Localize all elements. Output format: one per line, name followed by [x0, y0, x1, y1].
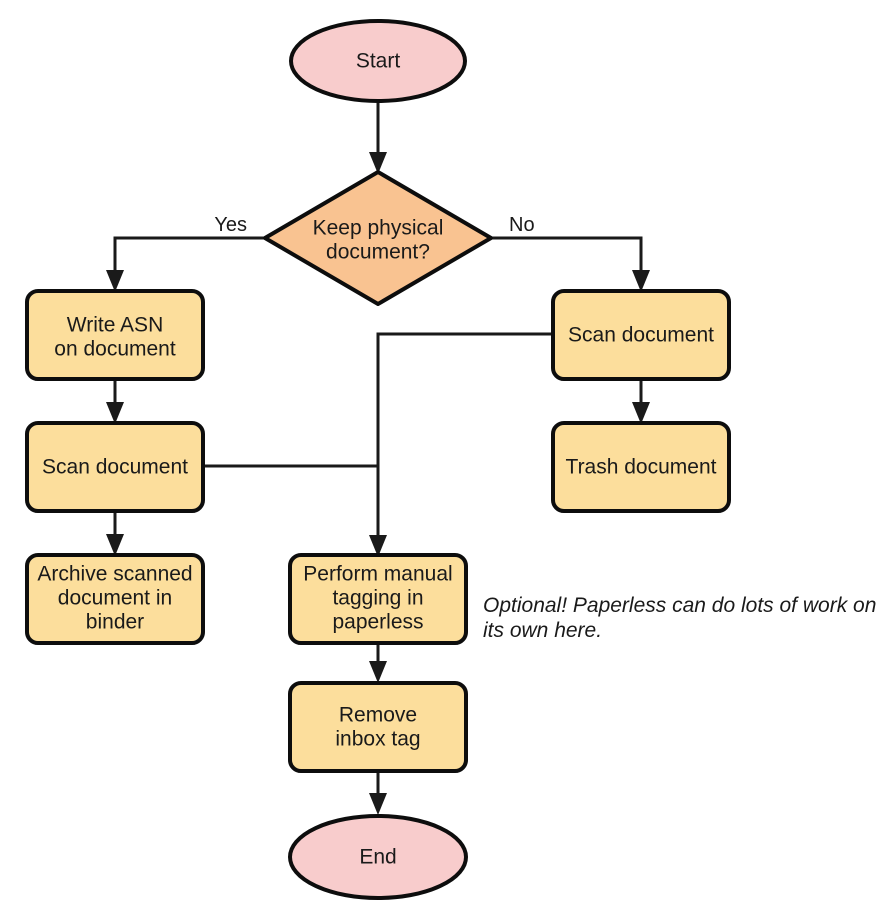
node-write-asn-label-line1: Write ASN	[67, 314, 163, 337]
node-archive-label-line2: document in	[58, 587, 172, 610]
note-optional-line2: its own here.	[483, 619, 602, 642]
node-remove-inbox-label-line2: inbox tag	[335, 728, 420, 751]
edge-label-yes: Yes	[214, 214, 247, 236]
node-trash-document-label: Trash document	[566, 456, 717, 479]
node-tagging-label-line1: Perform manual	[303, 563, 452, 586]
node-perform-manual-tagging[interactable]: Perform manual tagging in paperless	[288, 553, 468, 645]
node-decision-label-line2: document?	[326, 241, 430, 264]
node-scan-document-right-label: Scan document	[568, 324, 714, 347]
edge-scan-right-to-tagging	[369, 332, 553, 557]
node-archive-label-line1: Archive scanned	[37, 563, 192, 586]
node-end-label: End	[359, 846, 396, 869]
edge-start-to-decision	[369, 103, 387, 174]
edge-scan-right-to-trash	[632, 379, 650, 424]
node-decision-label-line1: Keep physical	[313, 217, 444, 240]
node-start-label: Start	[356, 50, 401, 73]
edge-label-no: No	[509, 214, 535, 236]
node-decision-keep-physical-document[interactable]: Keep physical document?	[263, 170, 493, 306]
node-archive-scanned-document[interactable]: Archive scanned document in binder	[25, 553, 205, 645]
edge-remove-inbox-to-end	[369, 771, 387, 815]
node-tagging-label-line3: paperless	[332, 611, 423, 634]
node-end[interactable]: End	[288, 814, 468, 900]
node-archive-label-line3: binder	[86, 611, 144, 634]
edge-decision-yes-to-write-asn	[106, 236, 265, 292]
edge-tagging-to-remove-inbox	[369, 643, 387, 683]
node-write-asn[interactable]: Write ASN on document	[25, 289, 205, 381]
node-scan-document-right[interactable]: Scan document	[551, 289, 731, 381]
node-write-asn-label-line2: on document	[54, 338, 176, 361]
node-tagging-label-line2: tagging in	[332, 587, 423, 610]
edge-decision-no-to-scan-right	[491, 236, 650, 292]
node-remove-inbox-tag[interactable]: Remove inbox tag	[288, 681, 468, 773]
node-scan-document-left-label: Scan document	[42, 456, 188, 479]
node-scan-document-left[interactable]: Scan document	[25, 421, 205, 513]
node-start[interactable]: Start	[289, 19, 467, 103]
note-optional-line1: Optional! Paperless can do lots of work …	[483, 594, 876, 617]
node-trash-document[interactable]: Trash document	[551, 421, 731, 513]
node-remove-inbox-label-line1: Remove	[339, 704, 417, 727]
note-optional-paperless: Optional! Paperless can do lots of work …	[483, 594, 876, 642]
edge-scan-left-to-archive	[106, 511, 124, 556]
edge-write-asn-to-scan-left	[106, 379, 124, 424]
